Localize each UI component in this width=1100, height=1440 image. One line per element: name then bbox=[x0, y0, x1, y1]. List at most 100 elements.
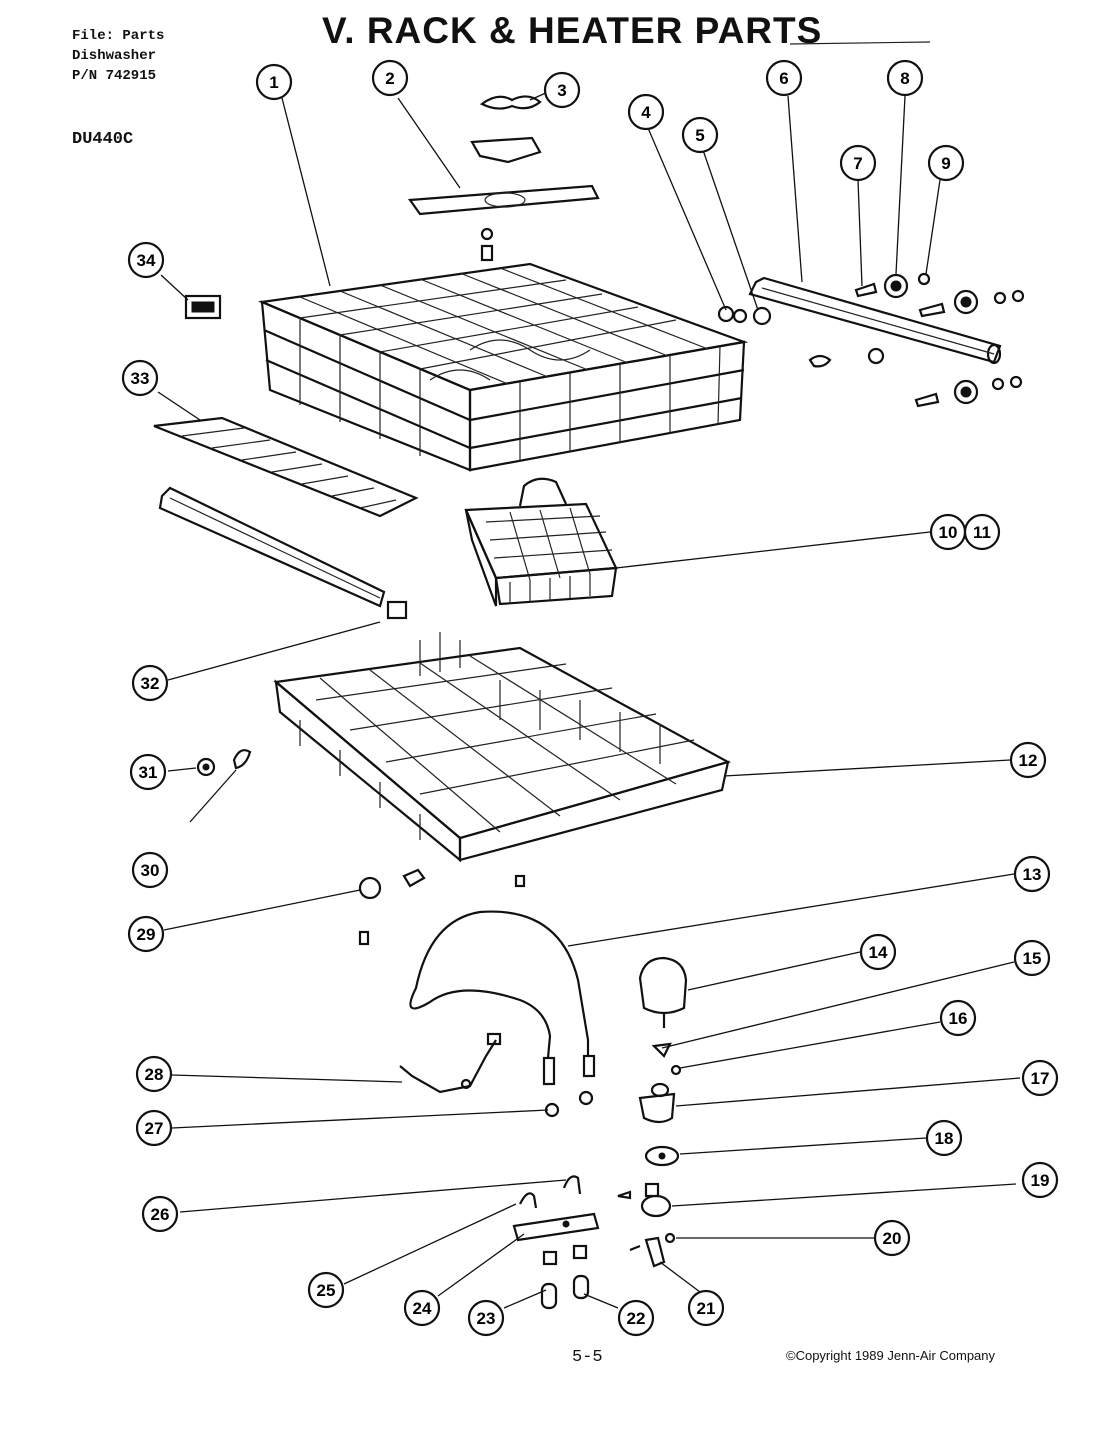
part-17-cup bbox=[638, 1082, 676, 1124]
callout-30: 30 bbox=[131, 851, 169, 889]
part-26-clip bbox=[519, 1175, 582, 1209]
callout-3: 3 bbox=[543, 71, 581, 109]
file-line-2: Dishwasher bbox=[72, 48, 157, 64]
callout-label: 1 bbox=[269, 73, 278, 92]
callout-label: 5 bbox=[695, 126, 704, 145]
callout-20: 20 bbox=[873, 1219, 911, 1257]
callout-27: 27 bbox=[135, 1109, 173, 1147]
part-23-nut bbox=[542, 1244, 588, 1266]
part-6-rail bbox=[748, 276, 1002, 365]
part-4-5-roller bbox=[717, 305, 772, 326]
callout-12: 12 bbox=[1009, 741, 1047, 779]
callout-11: 11 bbox=[963, 513, 1001, 551]
callout-label: 10 bbox=[939, 523, 958, 542]
callout-label: 17 bbox=[1031, 1069, 1050, 1088]
callout-15: 15 bbox=[1013, 939, 1051, 977]
callout-23: 23 bbox=[467, 1299, 505, 1337]
callout-24: 24 bbox=[403, 1289, 441, 1327]
callout-label: 14 bbox=[869, 943, 888, 962]
callout-16: 16 bbox=[939, 999, 977, 1037]
part-30-clip bbox=[232, 749, 252, 770]
part-27-nut bbox=[544, 1090, 594, 1118]
file-line-3: P/N 742915 bbox=[72, 68, 157, 84]
file-info: File: Parts Dishwasher P/N 742915 bbox=[72, 26, 272, 86]
callout-label: 32 bbox=[141, 674, 160, 693]
part-33-tine-row bbox=[153, 416, 419, 518]
leader-lines bbox=[157, 91, 1021, 1309]
callout-19: 19 bbox=[1021, 1161, 1059, 1199]
file-line-1: File: Parts bbox=[72, 28, 165, 44]
part-19-nut bbox=[617, 1182, 672, 1218]
part-13-heater bbox=[409, 910, 596, 1086]
callout-17: 17 bbox=[1021, 1059, 1059, 1097]
callout-label: 8 bbox=[900, 69, 909, 88]
callout-label: 18 bbox=[935, 1129, 954, 1148]
callout-33: 33 bbox=[121, 359, 159, 397]
part-10-11-basket bbox=[464, 477, 618, 607]
page-number: 5-5 bbox=[572, 1348, 603, 1367]
callout-9: 9 bbox=[927, 144, 965, 182]
part-29-ball bbox=[358, 868, 526, 946]
callout-label: 7 bbox=[853, 154, 862, 173]
part-18-washer bbox=[644, 1145, 680, 1167]
callout-label: 20 bbox=[883, 1229, 902, 1248]
callout-18: 18 bbox=[925, 1119, 963, 1157]
callout-22: 22 bbox=[617, 1299, 655, 1337]
callout-label: 30 bbox=[141, 861, 160, 880]
callout-32: 32 bbox=[131, 664, 169, 702]
callout-label: 28 bbox=[145, 1065, 164, 1084]
callout-label: 31 bbox=[139, 763, 158, 782]
part-24-bracket bbox=[512, 1212, 600, 1242]
part-15-16-screw bbox=[651, 1042, 682, 1076]
page-title: V. RACK & HEATER PARTS bbox=[322, 10, 823, 51]
callout-1: 1 bbox=[255, 63, 293, 101]
callout-label: 13 bbox=[1023, 865, 1042, 884]
model-number: DU440C bbox=[72, 130, 134, 149]
callout-label: 6 bbox=[779, 69, 788, 88]
callout-28: 28 bbox=[135, 1055, 173, 1093]
callout-14: 14 bbox=[859, 933, 897, 971]
part-1-upper-rack bbox=[257, 262, 749, 472]
callout-6: 6 bbox=[765, 59, 803, 97]
callout-label: 33 bbox=[131, 369, 150, 388]
callout-label: 15 bbox=[1023, 949, 1042, 968]
part-34-clip bbox=[184, 294, 222, 320]
callout-label: 27 bbox=[145, 1119, 164, 1138]
part-7-8-9-wheel-assembly bbox=[808, 272, 1025, 408]
callout-label: 23 bbox=[477, 1309, 496, 1328]
part-31-wheel bbox=[196, 757, 216, 777]
part-12-lower-rack bbox=[273, 632, 731, 863]
callout-26: 26 bbox=[141, 1195, 179, 1233]
callout-label: 12 bbox=[1019, 751, 1038, 770]
part-32-rail-stop bbox=[158, 486, 408, 620]
callout-8: 8 bbox=[886, 59, 924, 97]
callout-4: 4 bbox=[627, 93, 665, 131]
callout-label: 3 bbox=[557, 81, 566, 100]
callout-label: 2 bbox=[385, 69, 394, 88]
part-3-clip bbox=[479, 95, 542, 110]
callout-21: 21 bbox=[687, 1289, 725, 1327]
callout-label: 19 bbox=[1031, 1171, 1050, 1190]
callout-label: 25 bbox=[317, 1281, 336, 1300]
callout-label: 29 bbox=[137, 925, 156, 944]
callout-29: 29 bbox=[127, 915, 165, 953]
callout-label: 16 bbox=[949, 1009, 968, 1028]
part-22-boot bbox=[540, 1274, 590, 1310]
callout-5: 5 bbox=[681, 116, 719, 154]
callout-label: 11 bbox=[973, 523, 991, 542]
part-28-bracket bbox=[399, 1032, 502, 1094]
callout-2: 2 bbox=[371, 59, 409, 97]
callout-31: 31 bbox=[129, 753, 167, 791]
callout-34: 34 bbox=[127, 241, 165, 279]
copyright-notice: ©Copyright 1989 Jenn-Air Company bbox=[786, 1348, 996, 1363]
callout-10: 10 bbox=[929, 513, 967, 551]
callout-label: 4 bbox=[641, 103, 651, 122]
callout-label: 22 bbox=[627, 1309, 646, 1328]
callout-label: 34 bbox=[137, 251, 156, 270]
part-14-cap bbox=[638, 956, 688, 1028]
part-20-21-mount bbox=[629, 1232, 676, 1268]
callout-13: 13 bbox=[1013, 855, 1051, 893]
callout-label: 21 bbox=[697, 1299, 716, 1318]
callout-label: 24 bbox=[413, 1299, 432, 1318]
